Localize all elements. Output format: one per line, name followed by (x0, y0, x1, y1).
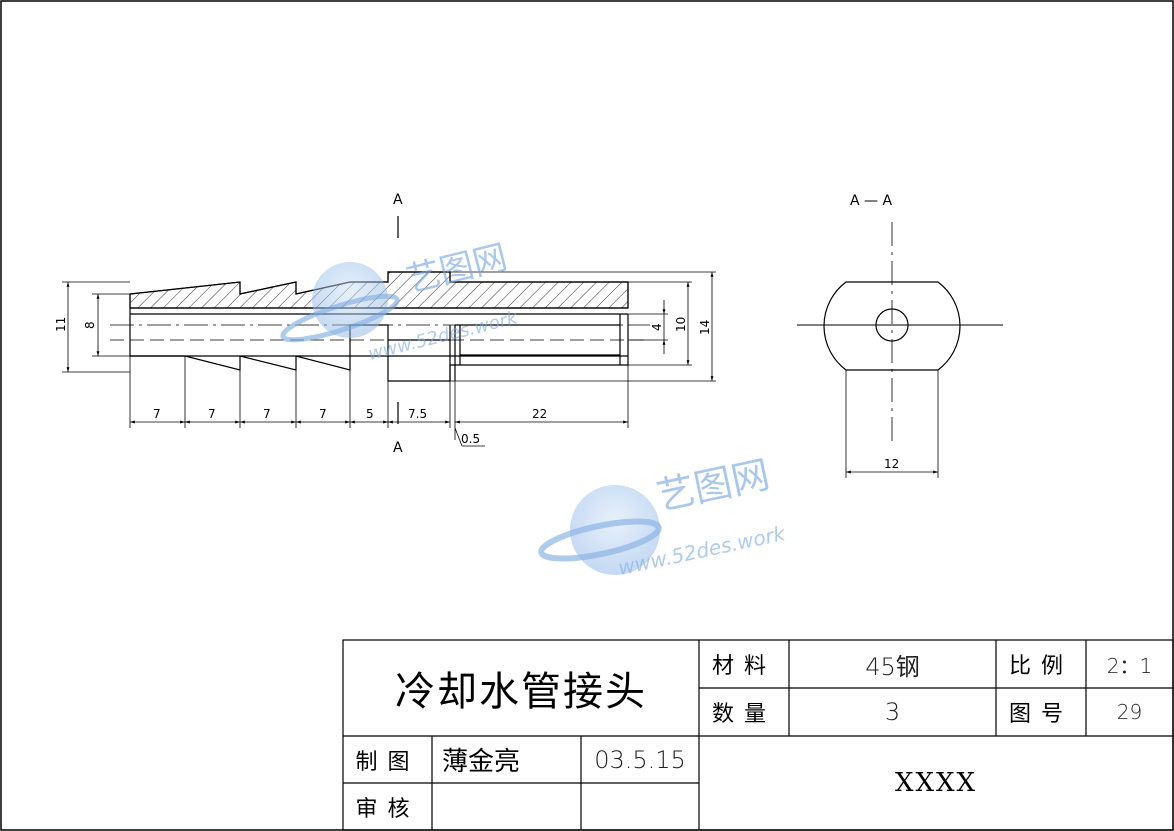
dim-11: 11 (54, 317, 68, 332)
dim-seg-3: 7 (263, 407, 271, 421)
section-label-top: A (393, 192, 403, 208)
drawn-date: 03.5.15 (594, 745, 686, 774)
dim-seg-2: 7 (208, 407, 216, 421)
dim-seg-1: 7 (153, 407, 161, 421)
drawn-label: 制图 (355, 749, 420, 775)
section-view-title: A — A (850, 193, 892, 209)
drawing-no-value: 29 (1116, 700, 1143, 724)
watermark-logo-center: 艺图网 www.52des.work (538, 452, 788, 580)
width-dimension (845, 370, 939, 478)
dim-4: 4 (650, 323, 664, 331)
dim-seg-5: 5 (366, 407, 374, 421)
dim-8: 8 (83, 321, 97, 329)
dim-gap: 0.5 (461, 432, 480, 446)
left-dimensions (62, 281, 130, 373)
material-value: 45钢 (865, 652, 920, 681)
scale-value: 2：1 (1106, 653, 1153, 678)
dim-seg-6: 7.5 (408, 407, 427, 421)
quantity-label: 数量 (711, 702, 776, 727)
section-view (797, 222, 1003, 446)
right-dimensions (450, 271, 716, 382)
dim-14: 14 (698, 320, 712, 335)
material-label: 材料 (711, 654, 776, 679)
dim-seg-7: 22 (532, 407, 547, 421)
drawn-name: 薄金亮 (442, 747, 521, 777)
scale-label: 比例 (1008, 654, 1073, 679)
bottom-dimensions (129, 356, 629, 447)
dim-seg-4: 7 (319, 407, 327, 421)
part-name: 冷却水管接头 (395, 669, 647, 715)
drawing-no-label: 图号 (1008, 702, 1073, 727)
checked-label: 审核 (355, 796, 420, 822)
dim-12: 12 (884, 457, 899, 471)
company-name: XXXX (894, 768, 978, 798)
watermark-brand-center: 艺图网 (653, 452, 774, 519)
title-block: 冷却水管接头 材料 45钢 比例 2：1 数量 3 图号 29 制图 薄金亮 0… (343, 640, 1173, 830)
title-block-grid (342, 639, 1174, 831)
section-label-bottom: A (393, 440, 403, 456)
dim-10: 10 (674, 317, 688, 332)
quantity-value: 3 (884, 698, 901, 726)
